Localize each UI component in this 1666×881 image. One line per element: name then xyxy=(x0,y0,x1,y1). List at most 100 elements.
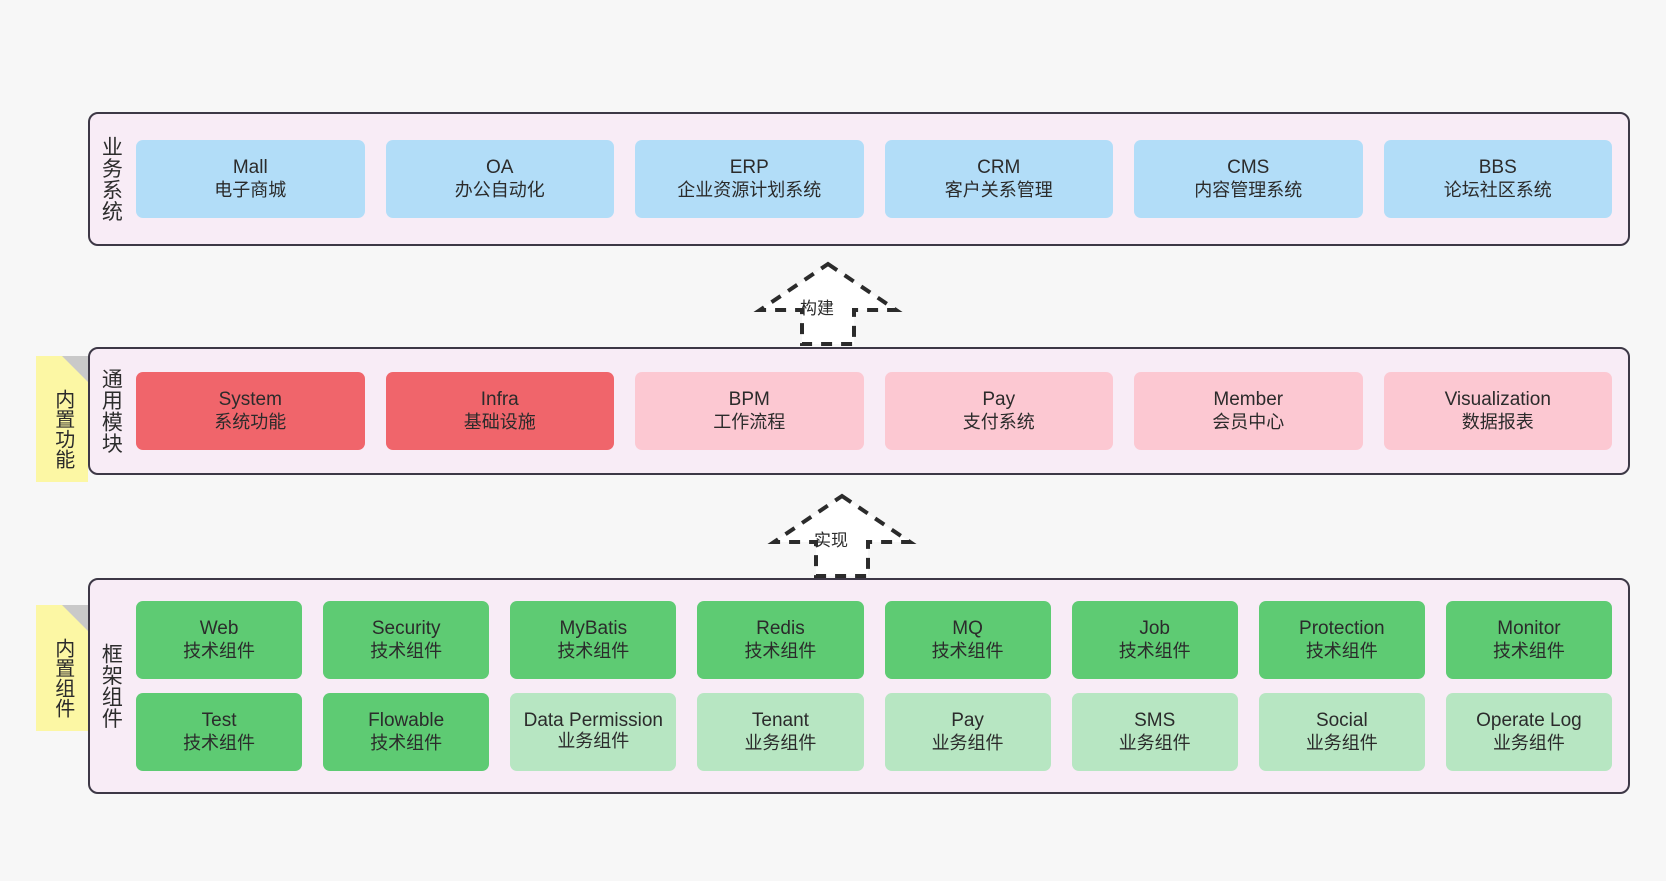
component-desc: 业务组件 xyxy=(744,732,817,753)
arrow-build-label: 构建 xyxy=(800,299,834,318)
component-name: Tenant xyxy=(751,710,809,732)
module-name: Pay xyxy=(982,389,1016,411)
module-card-crm[interactable]: CRM 客户关系管理 xyxy=(884,140,1113,218)
module-name: BPM xyxy=(728,389,770,411)
module-card-bpm[interactable]: BPM 工作流程 xyxy=(635,372,864,450)
component-desc: 技术组件 xyxy=(370,640,443,661)
component-desc: 技术组件 xyxy=(744,640,817,661)
component-desc: 业务组件 xyxy=(1118,732,1191,753)
module-card-erp[interactable]: ERP 企业资源计划系统 xyxy=(635,140,864,218)
module-card-oa[interactable]: OA 办公自动化 xyxy=(385,140,614,218)
module-desc: 客户关系管理 xyxy=(944,179,1053,200)
layer-business-systems: 业务系统 Mall 电子商城 OA 办公自动化 ERP 企业资源计划系统 CRM… xyxy=(88,112,1630,246)
component-card-operate-log[interactable]: Operate Log 业务组件 xyxy=(1445,693,1612,771)
component-desc: 技术组件 xyxy=(1492,640,1565,661)
module-desc: 系统功能 xyxy=(214,411,287,432)
component-card-flowable[interactable]: Flowable 技术组件 xyxy=(323,693,490,771)
component-desc: 业务组件 xyxy=(1492,732,1565,753)
component-card-social[interactable]: Social 业务组件 xyxy=(1258,693,1425,771)
component-card-tenant[interactable]: Tenant 业务组件 xyxy=(697,693,864,771)
layer-common-modules-body: System 系统功能 Infra 基础设施 BPM 工作流程 Pay 支付系统… xyxy=(130,349,1628,473)
layer-framework-components: 框架组件 Web 技术组件 Security 技术组件 MyBatis 技术组件… xyxy=(88,578,1630,794)
component-desc: 技术组件 xyxy=(1118,640,1191,661)
module-name: CMS xyxy=(1227,157,1270,179)
component-card-sms[interactable]: SMS 业务组件 xyxy=(1071,693,1238,771)
module-name: Visualization xyxy=(1444,389,1551,411)
module-name: System xyxy=(218,389,282,411)
component-card-mq[interactable]: MQ 技术组件 xyxy=(884,601,1051,679)
module-name: CRM xyxy=(977,157,1021,179)
component-desc: 技术组件 xyxy=(183,732,256,753)
layer-framework-components-row-tech: Web 技术组件 Security 技术组件 MyBatis 技术组件 Redi… xyxy=(136,601,1612,679)
component-desc: 技术组件 xyxy=(1305,640,1378,661)
component-name: MQ xyxy=(952,618,983,640)
component-card-mybatis[interactable]: MyBatis 技术组件 xyxy=(510,601,677,679)
module-desc: 基础设施 xyxy=(463,411,536,432)
component-name: Flowable xyxy=(368,710,445,732)
component-name: Operate Log xyxy=(1476,710,1582,732)
layer-business-systems-body: Mall 电子商城 OA 办公自动化 ERP 企业资源计划系统 CRM 客户关系… xyxy=(130,114,1628,244)
component-desc: 业务组件 xyxy=(557,731,630,752)
module-desc: 办公自动化 xyxy=(454,179,545,200)
component-desc: 技术组件 xyxy=(370,732,443,753)
module-name: Member xyxy=(1213,389,1284,411)
component-card-data-permission[interactable]: Data Permission 业务组件 xyxy=(510,693,677,771)
module-desc: 企业资源计划系统 xyxy=(677,179,822,200)
module-desc: 电子商城 xyxy=(214,179,287,200)
component-name: Data Permission xyxy=(523,709,663,731)
arrow-build: 构建 xyxy=(753,258,903,348)
component-name: Protection xyxy=(1299,618,1385,640)
layer-common-modules: 通用模块 System 系统功能 Infra 基础设施 BPM 工作流程 Pay… xyxy=(88,347,1630,475)
arrow-implement-glyph xyxy=(767,493,917,578)
component-card-redis[interactable]: Redis 技术组件 xyxy=(697,601,864,679)
component-name: Web xyxy=(199,618,239,640)
module-card-system[interactable]: System 系统功能 xyxy=(136,372,365,450)
layer-common-modules-title: 通用模块 xyxy=(99,368,123,454)
module-desc: 内容管理系统 xyxy=(1194,179,1303,200)
module-card-bbs[interactable]: BBS 论坛社区系统 xyxy=(1383,140,1612,218)
page-fold-icon xyxy=(62,605,88,631)
component-card-test[interactable]: Test 技术组件 xyxy=(136,693,303,771)
component-desc: 业务组件 xyxy=(1305,732,1378,753)
arrow-build-glyph xyxy=(753,261,903,346)
component-name: Job xyxy=(1139,618,1170,640)
module-card-cms[interactable]: CMS 内容管理系统 xyxy=(1134,140,1363,218)
layer-framework-components-title: 框架组件 xyxy=(99,643,123,729)
module-card-mall[interactable]: Mall 电子商城 xyxy=(136,140,365,218)
layer-common-modules-row: System 系统功能 Infra 基础设施 BPM 工作流程 Pay 支付系统… xyxy=(136,372,1612,450)
sticky-note-label: 内置组件 xyxy=(51,638,74,718)
component-name: Social xyxy=(1315,710,1368,732)
layer-framework-components-row-business: Test 技术组件 Flowable 技术组件 Data Permission … xyxy=(136,693,1612,771)
module-desc: 支付系统 xyxy=(962,411,1035,432)
module-desc: 论坛社区系统 xyxy=(1443,179,1552,200)
module-card-member[interactable]: Member 会员中心 xyxy=(1134,372,1363,450)
page-fold-icon xyxy=(62,356,88,382)
component-name: Redis xyxy=(756,618,805,640)
module-name: OA xyxy=(486,157,514,179)
arrow-implement: 实现 xyxy=(767,490,917,580)
component-name: Security xyxy=(371,618,441,640)
module-card-pay[interactable]: Pay 支付系统 xyxy=(884,372,1113,450)
component-name: Pay xyxy=(951,710,984,732)
component-name: Test xyxy=(201,710,237,732)
sticky-note-label: 内置功能 xyxy=(51,389,74,469)
component-card-job[interactable]: Job 技术组件 xyxy=(1071,601,1238,679)
component-desc: 技术组件 xyxy=(557,640,630,661)
component-card-web[interactable]: Web 技术组件 xyxy=(136,601,303,679)
module-desc: 工作流程 xyxy=(713,411,786,432)
component-card-monitor[interactable]: Monitor 技术组件 xyxy=(1445,601,1612,679)
component-name: MyBatis xyxy=(559,618,628,640)
component-desc: 技术组件 xyxy=(931,640,1004,661)
module-card-visualization[interactable]: Visualization 数据报表 xyxy=(1383,372,1612,450)
component-card-security[interactable]: Security 技术组件 xyxy=(323,601,490,679)
component-card-pay[interactable]: Pay 业务组件 xyxy=(884,693,1051,771)
arrow-implement-label: 实现 xyxy=(814,531,848,550)
module-card-infra[interactable]: Infra 基础设施 xyxy=(385,372,614,450)
layer-business-systems-row: Mall 电子商城 OA 办公自动化 ERP 企业资源计划系统 CRM 客户关系… xyxy=(136,140,1612,218)
component-name: Monitor xyxy=(1497,618,1561,640)
module-name: ERP xyxy=(729,157,769,179)
component-desc: 技术组件 xyxy=(183,640,256,661)
component-card-protection[interactable]: Protection 技术组件 xyxy=(1258,601,1425,679)
sticky-note-builtin-features: 内置功能 xyxy=(36,356,88,482)
